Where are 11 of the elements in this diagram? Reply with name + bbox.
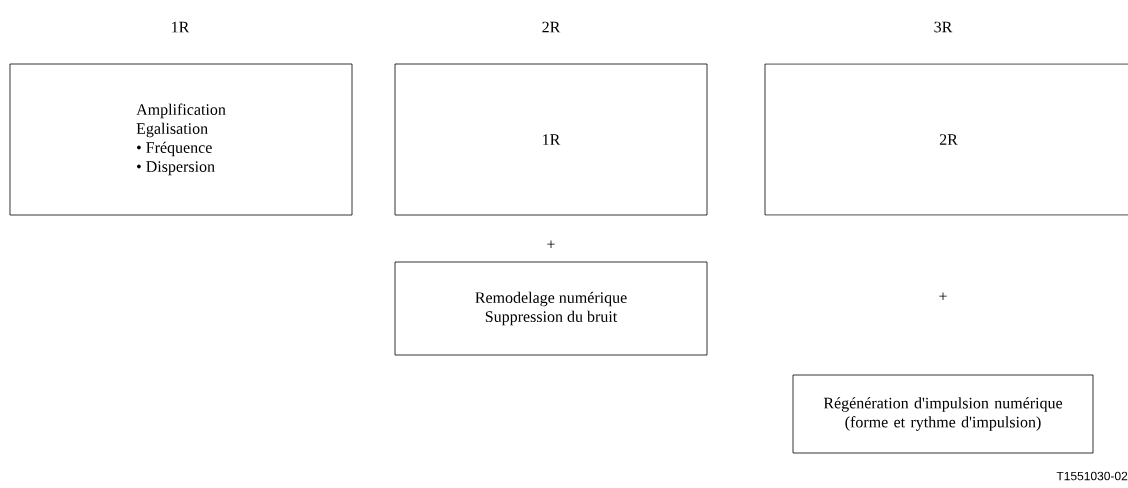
text-box: 1R [394, 63, 708, 216]
plus-sign: + [939, 292, 947, 300]
figure-code: T1551030-02 [1056, 471, 1128, 481]
column-heading: 3R [934, 21, 953, 33]
text-box: Remodelage numérique Suppression du bruit [394, 261, 708, 356]
text-box: Régénération d'impulsion numérique (forme et rythme d'impulsion) [792, 374, 1094, 454]
plus-sign: + [547, 240, 555, 248]
column-heading: 1R [172, 21, 190, 33]
text-box: Amplification Egalisation • Fréquence • Dispersion [9, 63, 353, 216]
column-heading: 2R [542, 21, 561, 33]
text-box: 2R [764, 63, 1128, 216]
